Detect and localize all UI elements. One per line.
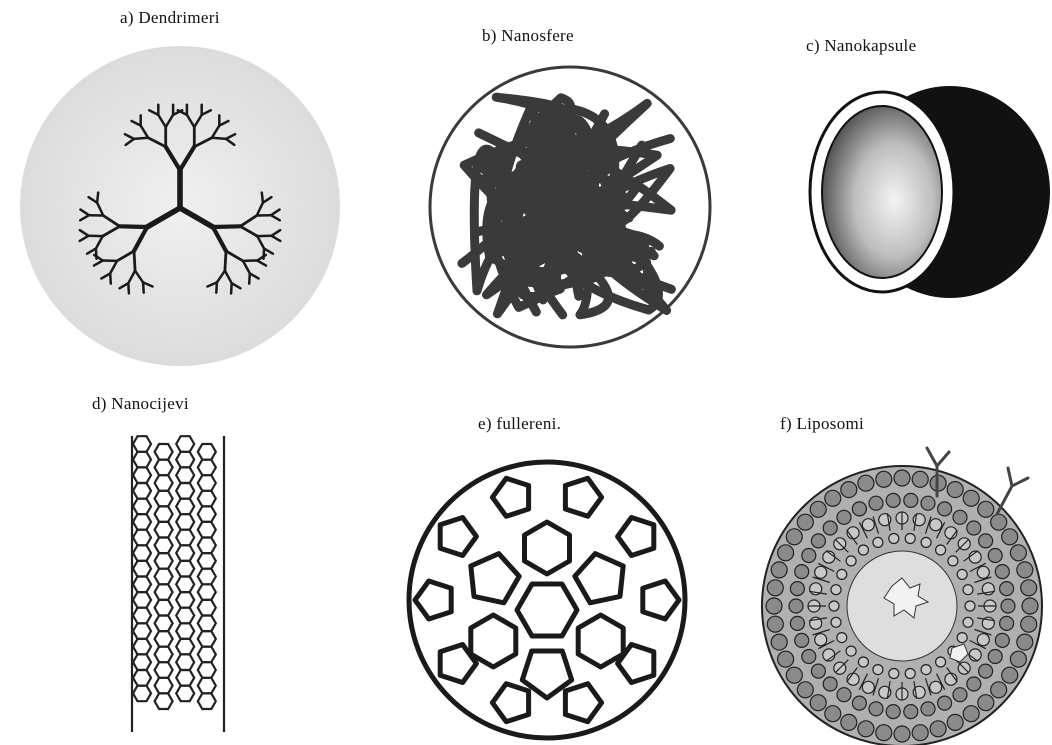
label-nanocapsule: c) Nanokapsule [806, 36, 916, 56]
nanosphere-illustration [400, 52, 740, 372]
label-dendrimer: a) Dendrimeri [120, 8, 220, 28]
label-nanosphere: b) Nanosfere [482, 26, 574, 46]
liposome-illustration [752, 436, 1052, 736]
dendrimer-illustration [12, 38, 352, 358]
label-nanotube: d) Nanocijevi [92, 394, 189, 414]
nanotube-illustration [128, 434, 238, 734]
fullerene-illustration [392, 452, 702, 742]
label-fullerene: e) fullereni. [478, 414, 561, 434]
label-liposome: f) Liposomi [780, 414, 864, 434]
nanocapsule-illustration [800, 84, 1052, 304]
